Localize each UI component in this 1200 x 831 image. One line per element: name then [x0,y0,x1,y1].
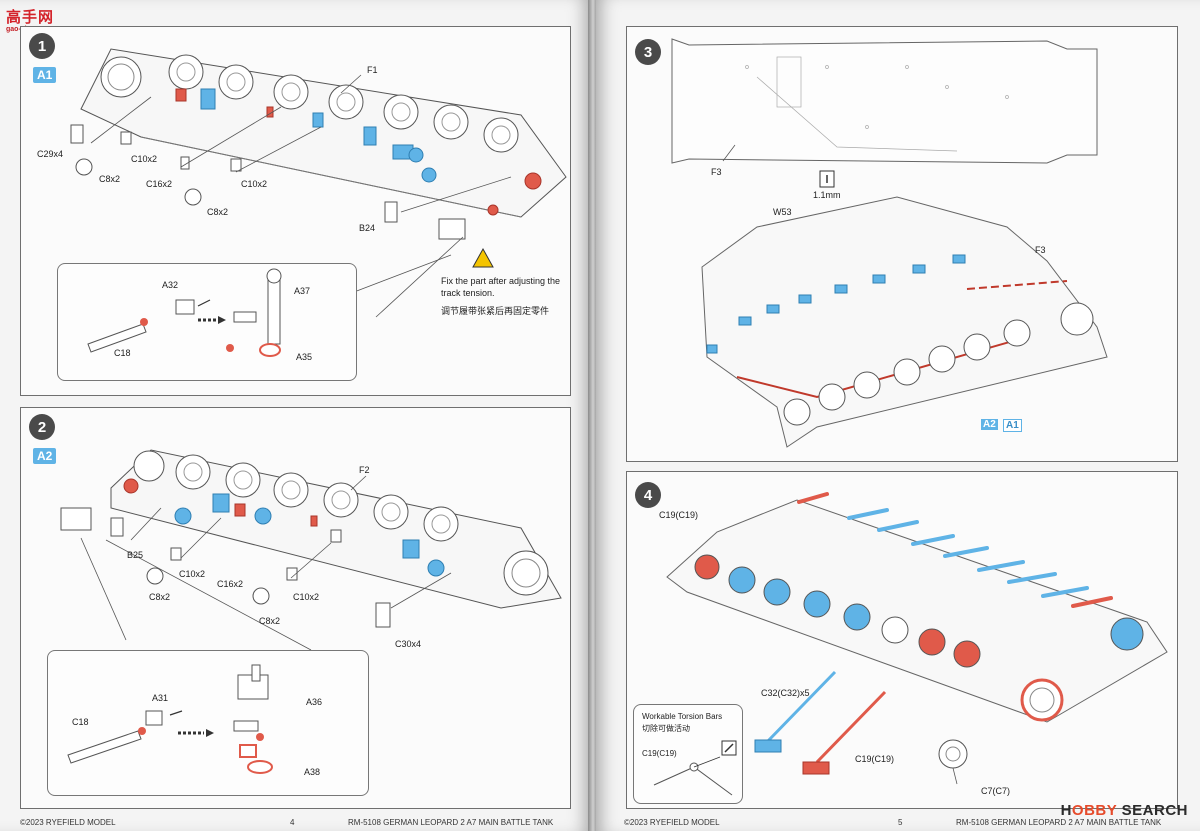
left-page: 高手网 gao-shou.com 1 A1 [0,0,590,831]
step-2-badge: A2 [33,448,57,464]
rear-idler [100,56,142,98]
knife-icon [721,740,737,756]
label-c32: C32(C32)x5 [761,688,810,698]
inset1-label-c18: C18 [114,348,131,358]
step-2-panel: 2 A2 [20,407,571,809]
inset2-label-a36: A36 [306,697,323,707]
torsion-bar-inset: Workable Torsion Bars 切除可做活动 C19(C19) [633,704,743,804]
label-f3-top: F3 [711,167,722,177]
label-c16-2: C16x2 [217,579,244,589]
label-c8a-2: C8x2 [149,592,171,602]
inset1-label-a37: A37 [294,286,311,296]
step-1-number: 1 [29,33,55,59]
torsion-title-en: Workable Torsion Bars [642,712,723,721]
label-f2: F2 [359,465,370,475]
left-footer-page-number: 4 [290,818,295,827]
step-3-number: 3 [635,39,661,65]
inset1-label-a32: A32 [162,280,179,290]
warning-icon [472,247,494,268]
step-4-number: 4 [635,482,661,508]
step-2-inset: A31 C18 A36 A38 [47,650,369,796]
step-1-inset-drawing [87,268,282,357]
label-c8b-2: C8x2 [259,616,281,626]
right-footer-page-number: 5 [898,818,903,827]
label-c8a: C8x2 [99,174,121,184]
idler-ring [1020,678,1064,722]
step-2-hull-drawing [60,449,562,651]
label-c30: C30x4 [395,639,422,649]
torsion-label-c19: C19(C19) [642,749,677,758]
step-1-hull-drawing [70,48,567,318]
label-c10b: C10x2 [241,179,268,189]
hobby-search-obby: OBBY [1071,802,1122,819]
inset1-label-a35: A35 [296,352,313,362]
inset2-label-a31: A31 [152,693,169,703]
hobby-search-search: SEARCH [1121,802,1188,819]
step-2-inset-drawing [67,664,273,774]
warning-text-en: Fix the part after adjusting the track t… [441,276,561,298]
warning-text-cn: 调节履带张紧后再固定零件 [441,306,550,316]
right-page: 3 [596,0,1200,831]
left-footer-title: RM-5108 GERMAN LEOPARD 2 A7 MAIN BATTLE … [348,818,554,827]
label-c7: C7(C7) [981,786,1011,796]
hobby-search-watermark: HOBBY SEARCH [1061,802,1188,819]
badge-a2: A2 [981,419,998,430]
step-1-inset: A32 A37 C18 A35 [57,263,357,381]
torsion-title-cn: 切除可做活动 [642,724,690,733]
inset2-label-a38: A38 [304,767,321,777]
label-c10a-2: C10x2 [179,569,206,579]
label-c19-bottom: C19(C19) [855,754,895,764]
right-footer-title: RM-5108 GERMAN LEOPARD 2 A7 MAIN BATTLE … [956,818,1162,827]
label-f1: F1 [367,65,378,75]
torsion-bar-detail [653,756,733,796]
label-b24: B24 [359,223,376,233]
label-b25: B25 [127,550,144,560]
label-c16: C16x2 [146,179,173,189]
watermark-logo: 高手网 [6,9,55,26]
step-4-panel: 4 [626,471,1178,809]
step-4-drawing [666,492,1168,785]
label-drill-size: 1.1mm [813,190,841,200]
label-w53: W53 [773,207,792,217]
hobby-search-h: H [1060,802,1072,819]
label-c10b-2: C10x2 [293,592,320,602]
badge-a1: A1 [1003,419,1022,432]
book-gutter [588,0,598,831]
right-footer-copyright: ©2023 RYEFIELD MODEL [624,818,720,827]
front-idler-2 [503,550,549,596]
step-3-panel: 3 [626,26,1178,462]
step-1-badge: A1 [33,67,57,83]
label-c10a: C10x2 [131,154,158,164]
step-1-panel: 1 A1 [20,26,571,396]
label-c29: C29x4 [37,149,64,159]
step-3-drawing [671,38,1108,448]
left-footer-copyright: ©2023 RYEFIELD MODEL [20,818,116,827]
label-c19-top: C19(C19) [659,510,699,520]
label-c8b: C8x2 [207,207,229,217]
step-2-number: 2 [29,414,55,440]
label-f3-bottom: F3 [1035,245,1046,255]
inset2-label-c18: C18 [72,717,89,727]
